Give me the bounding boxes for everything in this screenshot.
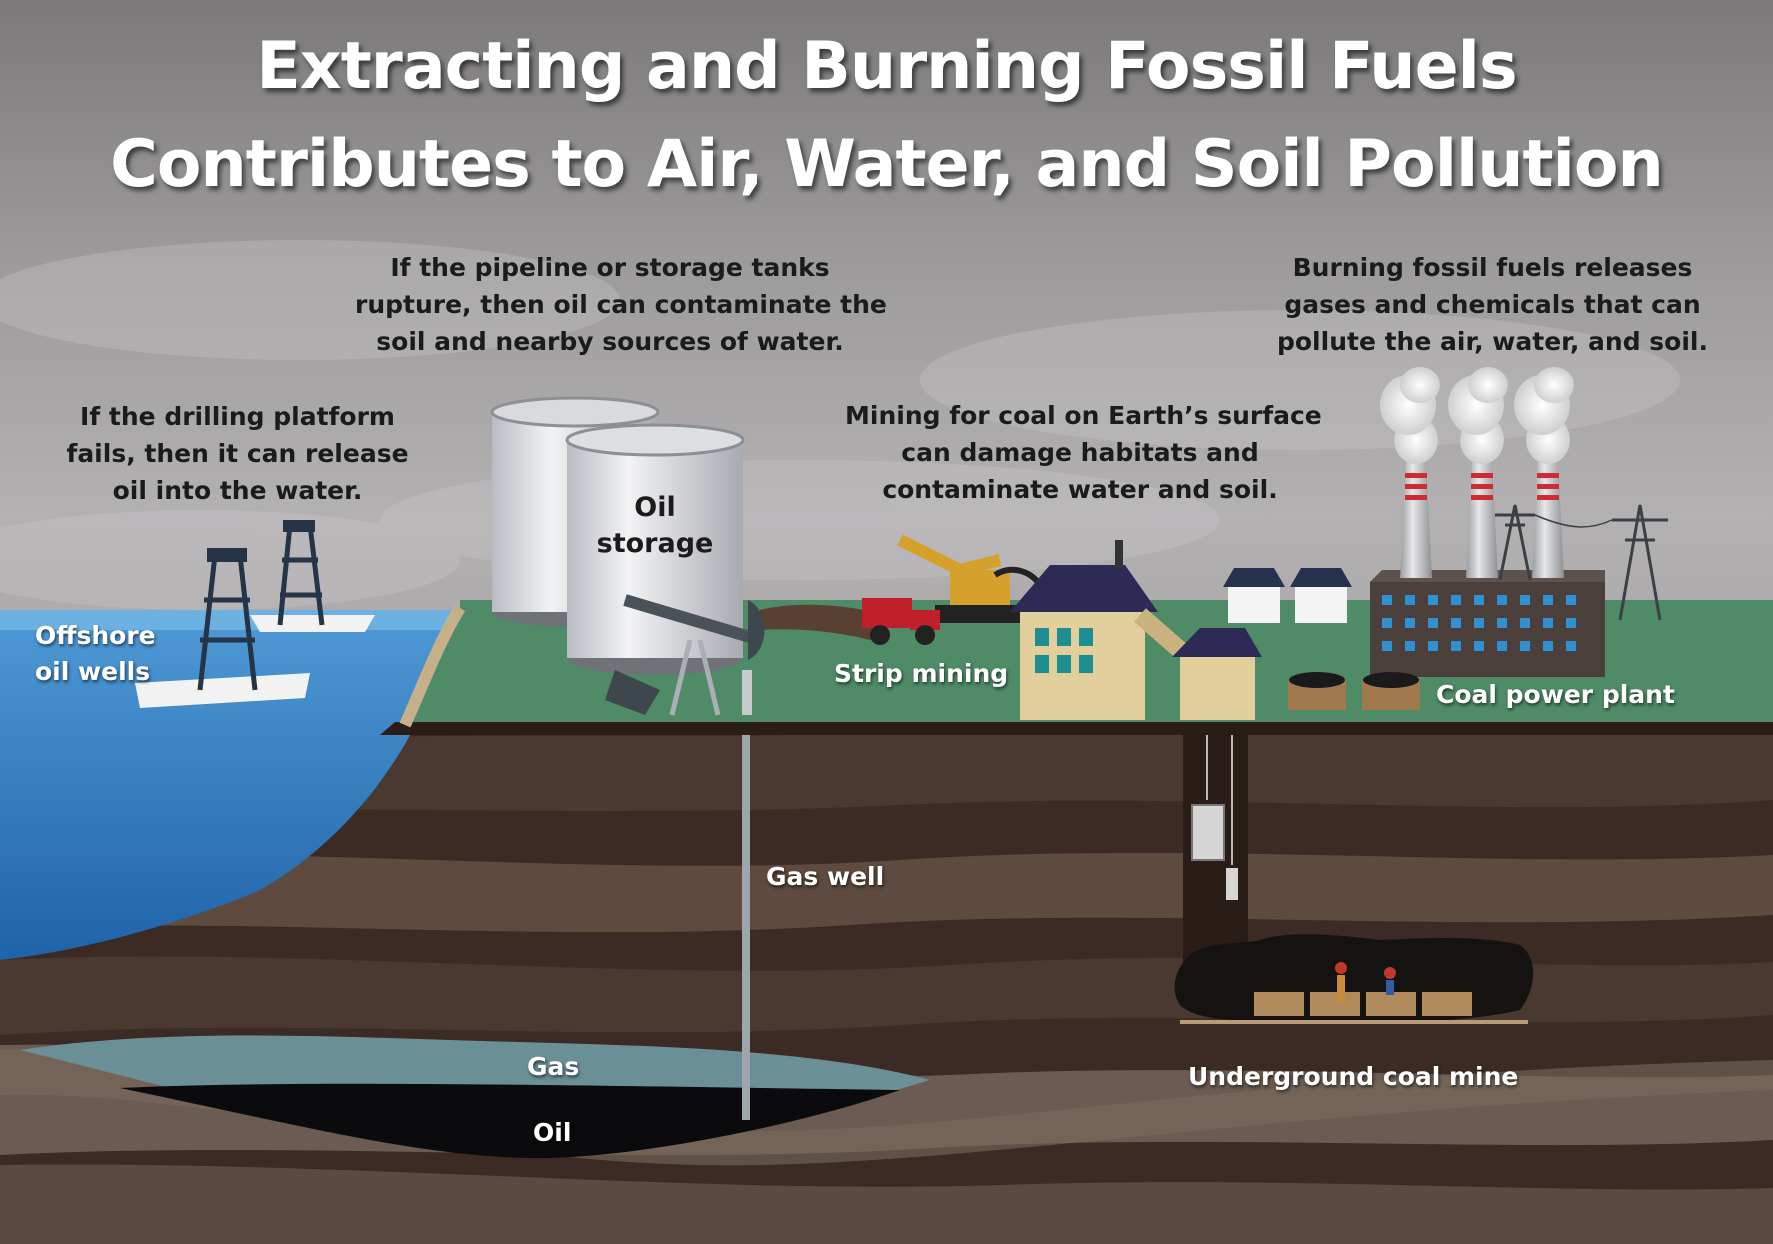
note-line: gases and chemicals that can xyxy=(1284,290,1701,319)
strip-mining-equipment xyxy=(862,534,1043,645)
label-strip-mining: Strip mining xyxy=(834,659,1009,688)
label-underground-coal-mine: Underground coal mine xyxy=(1188,1062,1519,1091)
underground-mine xyxy=(1174,934,1534,1024)
pumpjack xyxy=(605,594,765,716)
note-line: contaminate water and soil. xyxy=(882,475,1278,504)
note-pipeline-rupture: If the pipeline or storage tanks rupture… xyxy=(355,249,887,360)
mine-shaft xyxy=(1183,735,1248,970)
label-gas: Gas xyxy=(527,1052,580,1081)
note-line: can damage habitats and xyxy=(901,438,1259,467)
gas-oil-reservoir xyxy=(20,1035,930,1159)
label-line: Oil xyxy=(634,492,676,523)
note-line: If the pipeline or storage tanks xyxy=(390,253,830,282)
offshore-oil-rigs xyxy=(135,520,375,708)
note-line: Burning fossil fuels releases xyxy=(1292,253,1693,282)
label-oil: Oil xyxy=(533,1118,572,1147)
note-line: soil and nearby sources of water. xyxy=(376,327,844,356)
coal-power-plant xyxy=(1370,367,1605,677)
smoke-plumes xyxy=(1380,367,1574,464)
transmission-towers xyxy=(1495,504,1668,621)
note-surface-coal-mining: Mining for coal on Earth’s surface can d… xyxy=(845,397,1322,508)
note-line: fails, then it can release xyxy=(66,439,409,468)
label-coal-power-plant: Coal power plant xyxy=(1436,680,1675,709)
smokestacks xyxy=(1400,462,1564,578)
label-gas-well: Gas well xyxy=(766,862,885,891)
note-burning-fossil-fuels: Burning fossil fuels releases gases and … xyxy=(1265,249,1720,360)
houses xyxy=(1223,568,1352,623)
mine-buildings xyxy=(1010,540,1262,720)
gas-well-pipe xyxy=(742,735,750,1120)
title-line-2: Contributes to Air, Water, and Soil Poll… xyxy=(110,127,1664,202)
label-line: Offshore xyxy=(35,621,156,650)
note-line: Mining for coal on Earth’s surface xyxy=(845,401,1322,430)
label-offshore-oil-wells: Offshore oil wells xyxy=(35,618,156,690)
note-line: pollute the air, water, and soil. xyxy=(1276,327,1708,356)
label-line: storage xyxy=(596,528,714,559)
label-oil-storage: Oil storage xyxy=(595,490,715,562)
note-line: rupture, then oil can contaminate the xyxy=(355,290,887,319)
oil-storage-tanks xyxy=(490,396,745,675)
note-line: oil into the water. xyxy=(112,476,363,505)
coal-carts xyxy=(1288,672,1420,710)
label-line: oil wells xyxy=(35,657,151,686)
title-line-1: Extracting and Burning Fossil Fuels xyxy=(256,29,1517,104)
note-line: If the drilling platform xyxy=(80,402,395,431)
note-drilling-platform: If the drilling platform fails, then it … xyxy=(60,398,415,509)
